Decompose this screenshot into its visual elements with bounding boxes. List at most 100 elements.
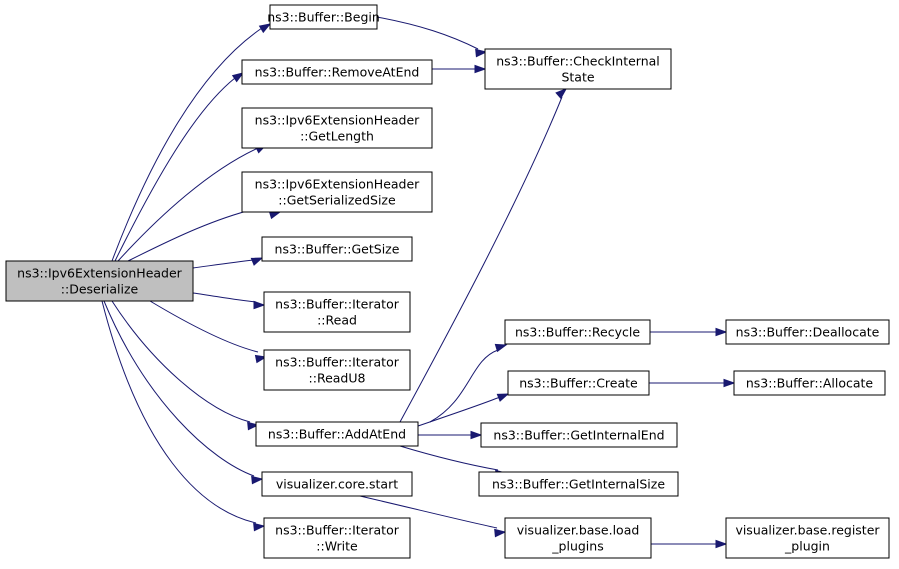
node-label: visualizer.base.load bbox=[517, 523, 640, 538]
node-write[interactable]: ns3::Buffer::Iterator::Write bbox=[263, 517, 411, 559]
nodes-layer: ns3::Ipv6ExtensionHeader::Deserializens3… bbox=[5, 4, 890, 559]
edge-line bbox=[359, 495, 498, 529]
node-box bbox=[241, 107, 433, 149]
node-label: ns3::Buffer::AddAtEnd bbox=[268, 427, 406, 442]
edge-root-to-getsize bbox=[192, 257, 264, 269]
node-deallocate[interactable]: ns3::Buffer::Deallocate bbox=[725, 319, 890, 345]
edge-line bbox=[399, 96, 563, 423]
edge-line bbox=[103, 300, 255, 477]
node-readu8[interactable]: ns3::Buffer::Iterator::ReadU8 bbox=[263, 349, 411, 391]
edge-line bbox=[376, 16, 479, 50]
node-label: ns3::Ipv6ExtensionHeader bbox=[255, 113, 421, 128]
node-label: ::Write bbox=[316, 539, 358, 554]
edge-root-to-vcorestart bbox=[103, 300, 264, 485]
node-label: ns3::Buffer::Deallocate bbox=[736, 325, 880, 340]
arrowhead-icon bbox=[470, 430, 483, 440]
node-label: ns3::Buffer::Iterator bbox=[275, 355, 400, 370]
node-label: ::GetLength bbox=[300, 129, 374, 144]
arrowhead-icon bbox=[494, 528, 507, 538]
arrowhead-icon bbox=[231, 72, 245, 83]
arrowhead-icon bbox=[253, 522, 266, 532]
arrowhead-icon bbox=[715, 327, 728, 337]
edge-loadplugins-to-registerplugin bbox=[651, 539, 728, 549]
node-getinternalsize[interactable]: ns3::Buffer::GetInternalSize bbox=[478, 471, 679, 497]
edge-recycle-to-deallocate bbox=[650, 327, 728, 337]
node-vcorestart[interactable]: visualizer.core.start bbox=[261, 471, 413, 497]
node-begin[interactable]: ns3::Buffer::Begin bbox=[267, 4, 380, 30]
node-registerplugin[interactable]: visualizer.base.register_plugin bbox=[725, 517, 890, 559]
node-label: ns3::Buffer::Allocate bbox=[746, 376, 874, 391]
node-label: ns3::Buffer::GetInternalSize bbox=[492, 477, 665, 492]
node-box bbox=[263, 517, 411, 559]
node-box bbox=[5, 260, 194, 302]
edge-line bbox=[117, 147, 259, 262]
edge-removeatend-to-checkinternal bbox=[432, 64, 487, 74]
node-box bbox=[269, 4, 378, 30]
edge-line bbox=[114, 77, 236, 262]
node-box bbox=[263, 291, 411, 333]
edge-root-to-write bbox=[101, 300, 266, 532]
node-box bbox=[504, 319, 651, 345]
node-label: _plugin bbox=[784, 539, 830, 554]
node-box bbox=[255, 421, 419, 447]
edge-line bbox=[429, 349, 499, 423]
node-recycle[interactable]: ns3::Buffer::Recycle bbox=[504, 319, 651, 345]
edge-root-to-begin bbox=[111, 23, 272, 262]
edge-line bbox=[399, 445, 499, 471]
node-box bbox=[504, 517, 652, 559]
edge-line bbox=[192, 259, 255, 269]
arrowhead-icon bbox=[258, 23, 272, 34]
edge-line bbox=[111, 300, 251, 423]
node-label: ::GetSerializedSize bbox=[278, 193, 396, 208]
edge-begin-to-checkinternal bbox=[376, 16, 488, 58]
edge-addatend-to-getinternalend bbox=[418, 430, 483, 440]
node-label: ns3::Ipv6ExtensionHeader bbox=[255, 177, 421, 192]
edge-line bbox=[127, 204, 273, 262]
node-label: State bbox=[561, 70, 594, 85]
node-box bbox=[725, 517, 890, 559]
node-label: ns3::Buffer::Create bbox=[519, 376, 638, 391]
node-create[interactable]: ns3::Buffer::Create bbox=[507, 370, 650, 396]
node-loadplugins[interactable]: visualizer.base.load_plugins bbox=[504, 517, 652, 559]
node-root[interactable]: ns3::Ipv6ExtensionHeader::Deserialize bbox=[5, 260, 194, 302]
node-label: ns3::Buffer::Iterator bbox=[275, 297, 400, 312]
node-box bbox=[478, 471, 679, 497]
arrowhead-icon bbox=[250, 257, 264, 266]
edge-create-to-allocate bbox=[649, 378, 736, 388]
node-label: ::Deserialize bbox=[61, 282, 139, 297]
node-label: ::ReadU8 bbox=[309, 371, 366, 386]
node-label: _plugins bbox=[551, 539, 603, 554]
edge-root-to-read bbox=[192, 292, 266, 310]
node-getlength[interactable]: ns3::Ipv6ExtensionHeader::GetLength bbox=[241, 107, 433, 149]
node-allocate[interactable]: ns3::Buffer::Allocate bbox=[733, 370, 886, 396]
edge-line bbox=[101, 300, 257, 524]
node-label: ns3::Buffer::Recycle bbox=[515, 325, 640, 340]
node-box bbox=[263, 349, 411, 391]
node-label: visualizer.core.start bbox=[276, 477, 398, 492]
node-box bbox=[484, 48, 672, 90]
edge-root-to-addatend bbox=[111, 300, 260, 431]
node-getinternalend[interactable]: ns3::Buffer::GetInternalEnd bbox=[480, 422, 678, 448]
node-getserializedsize[interactable]: ns3::Ipv6ExtensionHeader::GetSerializedS… bbox=[241, 171, 433, 213]
node-box bbox=[725, 319, 890, 345]
edge-vcorestart-to-loadplugins bbox=[359, 495, 507, 538]
arrowhead-icon bbox=[475, 48, 488, 58]
arrowhead-icon bbox=[253, 300, 266, 310]
edge-root-to-getserializedsize bbox=[127, 204, 282, 262]
node-getsize[interactable]: ns3::Buffer::GetSize bbox=[261, 236, 413, 262]
node-label: visualizer.base.register bbox=[735, 523, 880, 538]
node-box bbox=[507, 370, 650, 396]
node-addatend[interactable]: ns3::Buffer::AddAtEnd bbox=[255, 421, 419, 447]
arrowhead-icon bbox=[247, 421, 260, 431]
node-label: ::Read bbox=[317, 313, 357, 328]
edge-addatend-to-create bbox=[417, 393, 510, 427]
node-box bbox=[241, 59, 433, 85]
node-removeatend[interactable]: ns3::Buffer::RemoveAtEnd bbox=[241, 59, 433, 85]
node-box bbox=[480, 422, 678, 448]
edge-root-to-readu8 bbox=[149, 300, 268, 364]
node-read[interactable]: ns3::Buffer::Iterator::Read bbox=[263, 291, 411, 333]
arrowhead-icon bbox=[251, 475, 264, 485]
edge-line bbox=[417, 396, 501, 427]
node-label: ns3::Buffer::RemoveAtEnd bbox=[255, 65, 420, 80]
